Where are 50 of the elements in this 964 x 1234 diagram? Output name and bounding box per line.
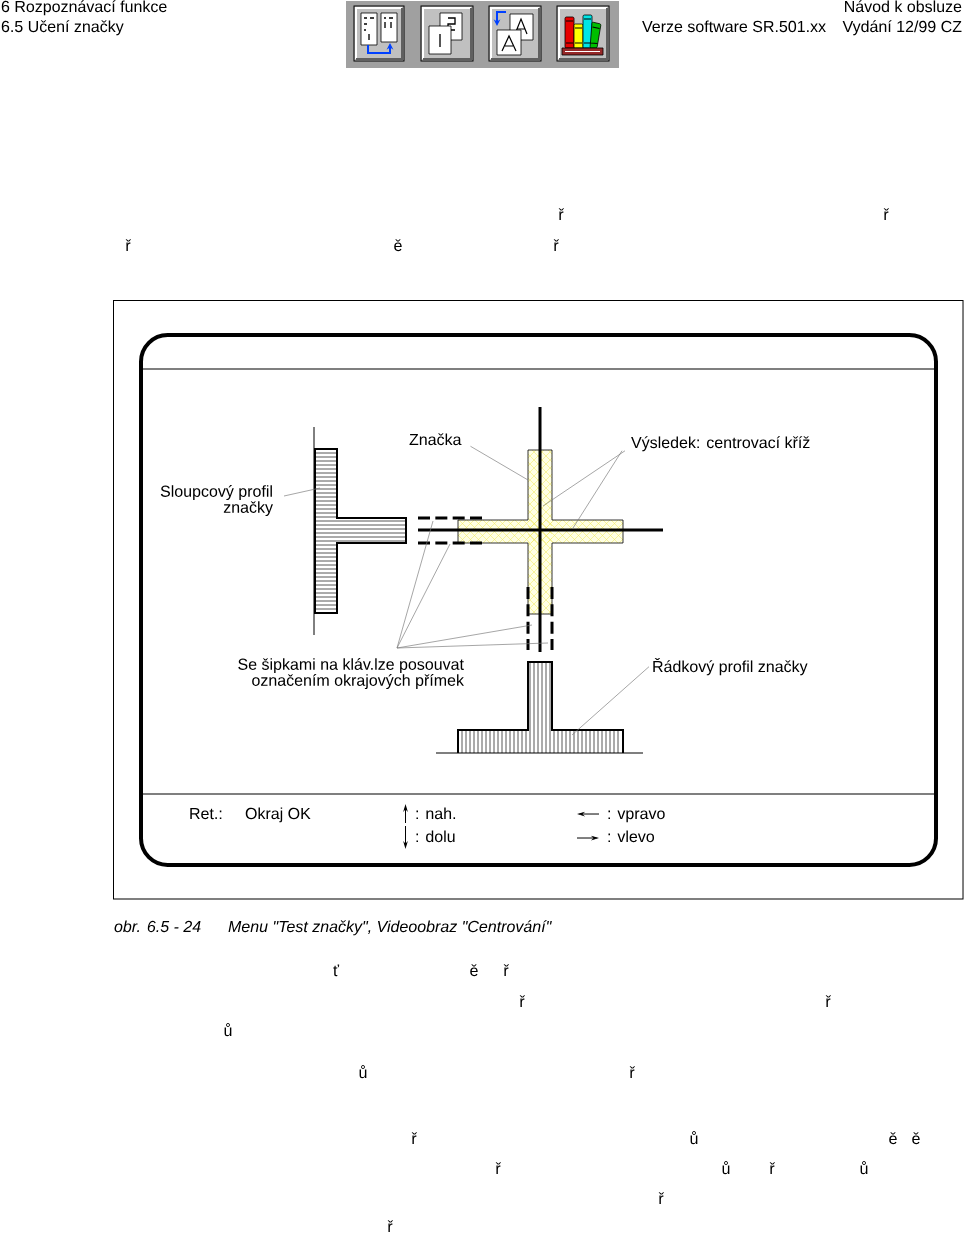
letter: ů [722,1161,730,1175]
header-text: 6.5 Učení značky [1,20,124,36]
key-hint: : nah. [416,807,456,820]
letter: ť [333,964,340,977]
callout-label: Sloupcový profil značky [160,485,273,517]
leader-line [396,520,434,649]
leader-line [571,666,650,736]
letter: ř [519,995,525,1007]
key-hint: : dolu [416,830,455,843]
key-hint: : vpravo [608,810,665,823]
letter: ř [825,995,831,1007]
column-profile [313,426,407,636]
letter: ř [769,1162,775,1174]
letter: ů [690,1131,698,1145]
letter: ů [359,1065,367,1079]
letter: ě [470,964,478,977]
callout-label: Řádkový profil značky [653,658,808,676]
letter: ř [495,1162,501,1174]
letter: ě [394,239,402,252]
letter: ř [553,239,559,251]
letter: ů [860,1161,868,1175]
leader-line [572,450,623,529]
letter: ř [387,1220,393,1232]
letter: ě [912,1132,920,1145]
caption: Menu "Test značky", Videoobraz "Centrování" [228,920,552,936]
leader-line [396,642,549,649]
letter: ř [629,1066,635,1078]
header-text: 6 Rozpoznávací funkce [1,0,167,16]
letter: ř [658,1192,664,1204]
status-text: Okraj OK [245,807,311,823]
figure-number: obr. 6.5 - 24 [114,920,201,933]
status-text: Ret.: [190,808,222,820]
header-text: Verze software SR.501.xx [642,20,826,33]
letter: ř [125,239,131,251]
letter: ě [889,1132,897,1145]
letter: ř [558,208,564,220]
leader-line [283,487,321,497]
header-text: Vydání 12/99 CZ [842,20,962,36]
letter: ř [883,208,889,220]
letter: ů [224,1023,232,1037]
letter: ř [411,1132,417,1144]
leader-line [396,543,451,649]
letter: ř [503,964,509,976]
key-hint: : vlevo [608,830,655,843]
callout-label: Se šipkami na kláv.lze posouvat označením okrajových přímek [238,658,464,690]
leader-line [470,445,529,481]
leader-line [542,450,626,507]
callout-label: Značka [409,433,462,446]
callout-label: Výsledek: centrovací kříž [631,436,810,452]
header-text: Návod k obsluze [845,0,962,13]
